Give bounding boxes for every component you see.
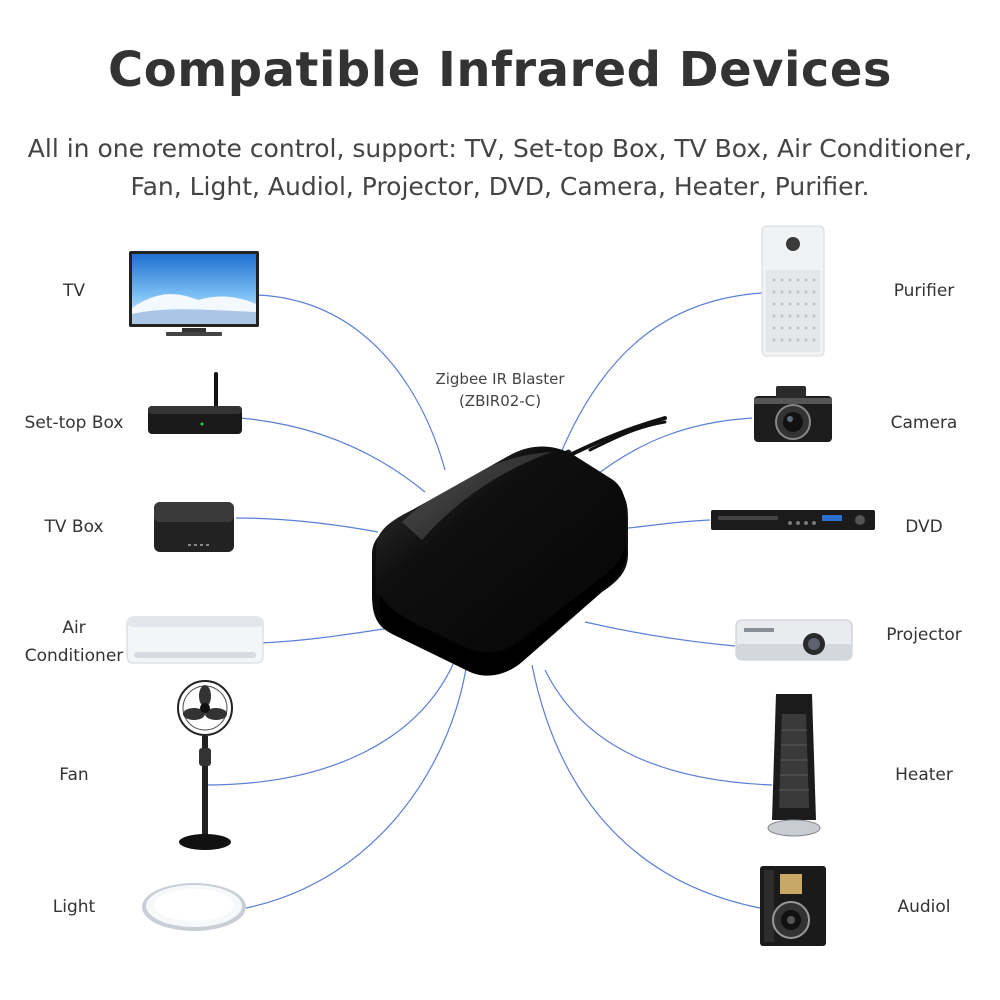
label-dvd: DVD bbox=[905, 517, 943, 537]
hub-model: (ZBIR02-C) bbox=[458, 392, 542, 410]
projector-icon bbox=[735, 619, 853, 661]
label-heater: Heater bbox=[895, 765, 953, 785]
label-projector: Projector bbox=[886, 625, 962, 645]
line-tv bbox=[257, 294, 446, 471]
label-set-top-box: Set-top Box bbox=[24, 413, 124, 433]
fan-icon bbox=[177, 680, 233, 850]
label-audiol: Audiol bbox=[897, 897, 951, 917]
label-fan: Fan bbox=[59, 765, 89, 785]
zigbee-ir-blaster-device bbox=[372, 446, 628, 676]
air-conditioner-icon bbox=[126, 616, 264, 664]
label-air-conditioner: Air Conditioner bbox=[24, 618, 124, 666]
line-heater bbox=[544, 669, 773, 786]
label-purifier: Purifier bbox=[893, 281, 955, 301]
line-tvbox bbox=[235, 517, 379, 533]
line-dvd bbox=[627, 519, 711, 529]
subtitle-line-1: All in one remote control, support: TV, … bbox=[27, 134, 973, 163]
hub-name: Zigbee IR Blaster bbox=[435, 370, 565, 388]
speaker-icon bbox=[760, 866, 826, 946]
heater-icon bbox=[767, 694, 821, 837]
label-tv-box: TV Box bbox=[44, 517, 104, 537]
page-title: Compatible Infrared Devices bbox=[108, 42, 892, 98]
light-icon bbox=[142, 883, 246, 931]
page-subtitle: All in one remote control, support: TV, … bbox=[20, 130, 980, 206]
line-purifier bbox=[559, 292, 763, 456]
set-top-box-icon bbox=[148, 372, 242, 434]
line-camera bbox=[589, 417, 753, 481]
purifier-icon bbox=[761, 225, 825, 357]
line-audio bbox=[531, 664, 761, 909]
line-settop bbox=[239, 417, 426, 493]
label-tv: TV bbox=[62, 281, 85, 301]
subtitle-line-2: Fan, Light, Audiol, Projector, DVD, Came… bbox=[130, 172, 870, 201]
line-fan bbox=[204, 659, 456, 786]
tv-box-icon bbox=[154, 502, 234, 552]
label-light: Light bbox=[52, 897, 96, 917]
camera-icon bbox=[754, 386, 832, 442]
label-camera: Camera bbox=[890, 413, 958, 433]
line-projector bbox=[584, 621, 736, 647]
hub-label: Zigbee IR Blaster (ZBIR02-C) bbox=[420, 368, 580, 412]
dvd-icon bbox=[711, 510, 875, 530]
line-light bbox=[245, 654, 469, 909]
tv-icon bbox=[129, 251, 259, 336]
